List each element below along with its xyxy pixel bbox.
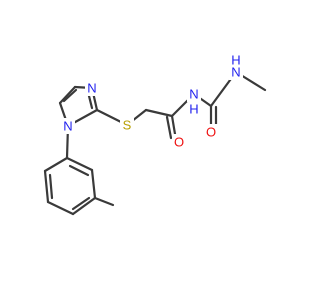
atom-urea-o: O — [204, 124, 218, 140]
atom-label-s: S — [123, 118, 132, 133]
bond-amide-c-o-double — [165, 115, 173, 140]
atom-label-h: H — [231, 53, 240, 68]
bond-ar-methyl — [93, 196, 115, 207]
atom-label-n: N — [231, 65, 240, 80]
bond-ar-5-6 — [43, 169, 50, 204]
atom-label-o: O — [206, 125, 216, 140]
structure-canvas: N N S O N H O N H — [43, 53, 267, 216]
atom-thioether-s: S — [120, 117, 134, 133]
bond-layer — [43, 70, 267, 216]
bond-ar-4-5 — [46, 200, 75, 216]
bond-ar-2-3 — [90, 168, 97, 200]
bond-ar-3-4 — [71, 196, 97, 216]
atom-label-n: N — [87, 81, 96, 96]
atom-amide-o: O — [172, 134, 186, 150]
bond-ar-1-2 — [65, 156, 94, 172]
atom-imidazole-n1: N — [61, 118, 75, 134]
atom-amide-nh: N H — [187, 86, 201, 117]
bond-ar-6-1 — [43, 156, 69, 173]
bond-c5-c4 — [58, 85, 77, 105]
atom-imidazole-n3: N — [85, 80, 99, 96]
molecule-diagram: N N S O N H O N H — [43, 53, 267, 216]
atom-label-o: O — [174, 135, 184, 150]
bond-ar-3-4-double — [71, 196, 91, 211]
bond-ar-5-6-double — [48, 173, 54, 200]
atom-label-n: N — [63, 119, 72, 134]
atom-label-h: H — [189, 102, 198, 117]
bond-c5-c4-double — [62, 88, 78, 103]
bond-ch2-c-amide — [144, 108, 174, 118]
atom-label-n: N — [189, 87, 198, 102]
bond-ar-1-2-double — [68, 164, 90, 177]
atom-methylamine-nh: N H — [229, 53, 243, 80]
